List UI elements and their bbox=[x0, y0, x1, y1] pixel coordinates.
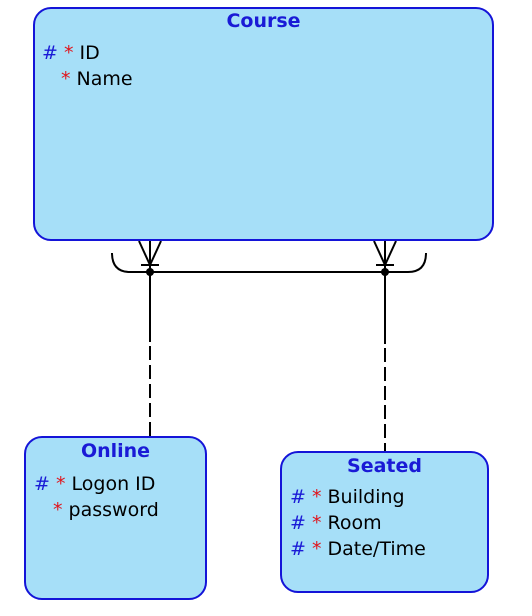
entity-seated[interactable]: Seated # * Building # * Room # * Date/Ti… bbox=[280, 451, 489, 593]
crows-foot-seated bbox=[373, 240, 397, 272]
exclusive-arc bbox=[111, 252, 427, 273]
attribute-name: Room bbox=[327, 512, 382, 534]
mandatory-mark: * bbox=[53, 499, 63, 521]
attribute-row: * Name bbox=[61, 67, 133, 91]
attribute-row: # * ID bbox=[42, 41, 100, 65]
mandatory-mark: * bbox=[311, 512, 322, 534]
mandatory-mark: * bbox=[55, 473, 66, 495]
attribute-row: # * Room bbox=[290, 511, 382, 535]
entity-course[interactable]: Course # * ID * Name bbox=[33, 7, 494, 241]
mandatory-mark: * bbox=[311, 538, 322, 560]
identifier-mark: # bbox=[290, 538, 306, 560]
mandatory-mark: * bbox=[61, 68, 71, 90]
identifier-mark: # bbox=[290, 512, 306, 534]
entity-title: Online bbox=[80, 440, 151, 462]
attribute-name: Name bbox=[76, 68, 133, 90]
identifier-mark: # bbox=[42, 42, 58, 64]
attribute-name: Date/Time bbox=[327, 538, 426, 560]
identifier-mark: # bbox=[290, 486, 306, 508]
attribute-row: # * Logon ID bbox=[34, 472, 155, 496]
entity-online[interactable]: Online # * Logon ID * password bbox=[24, 436, 207, 600]
mandatory-mark: * bbox=[63, 42, 74, 64]
identifier-mark: # bbox=[34, 473, 50, 495]
attribute-name: ID bbox=[79, 42, 100, 64]
entity-title: Seated bbox=[347, 455, 422, 477]
attribute-name: Logon ID bbox=[71, 473, 156, 495]
attribute-name: password bbox=[68, 499, 159, 521]
attribute-row: # * Building bbox=[290, 485, 405, 509]
attribute-row: * password bbox=[53, 498, 159, 522]
attribute-name: Building bbox=[327, 486, 405, 508]
crows-foot-online bbox=[138, 240, 162, 272]
entity-title: Course bbox=[226, 10, 301, 32]
mandatory-mark: * bbox=[311, 486, 322, 508]
attribute-row: # * Date/Time bbox=[290, 537, 426, 561]
